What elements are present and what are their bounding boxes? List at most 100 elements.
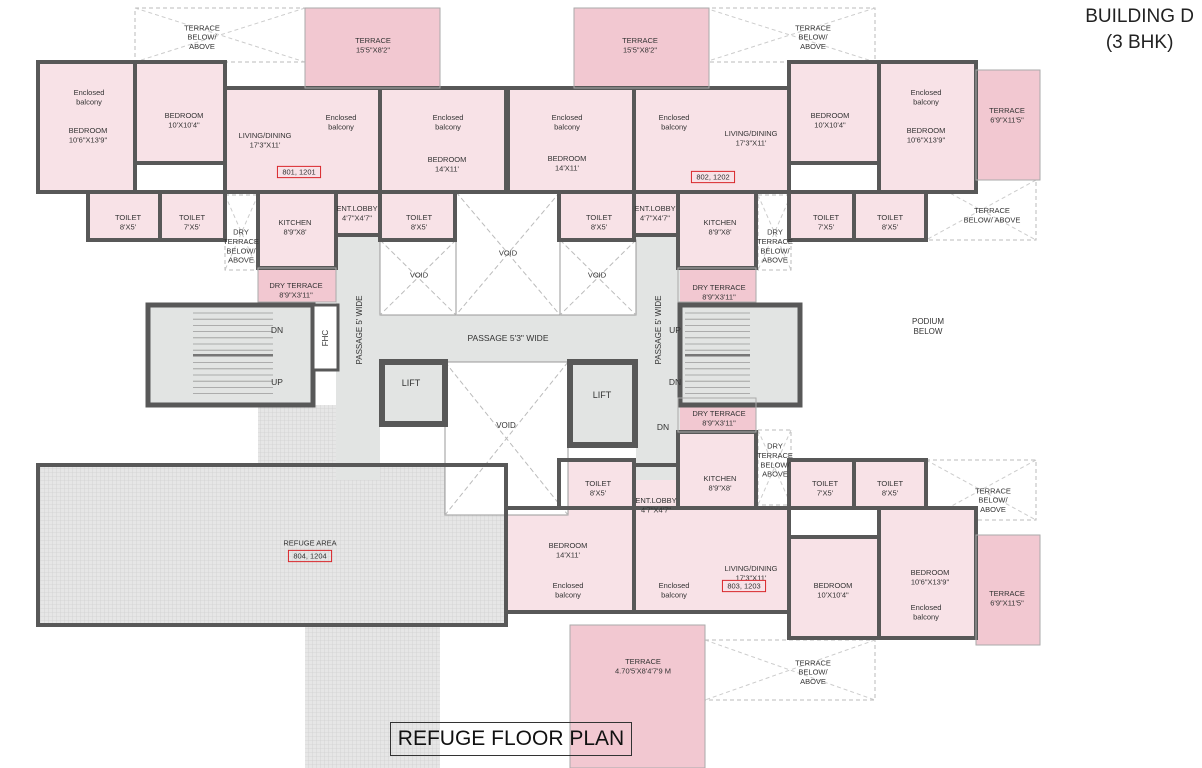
label-line: 14'X11'	[556, 550, 581, 559]
label-line: Enclosed	[433, 113, 464, 122]
label-line: VOID	[496, 421, 516, 430]
label-line: Enclosed	[911, 603, 942, 612]
label-line: 10'X10'4"	[168, 120, 200, 129]
walls	[36, 7, 1041, 768]
void-cross	[444, 361, 569, 516]
label-line: 8'X5'	[411, 222, 428, 231]
label-core-stair-right-dn: DN	[669, 377, 681, 387]
label-line: BEDROOM	[165, 111, 204, 120]
u801-bedroom-3	[380, 88, 508, 192]
u802-toilet-a	[854, 192, 926, 240]
passage-right	[636, 235, 680, 480]
u801-toilet-c-wall	[378, 190, 457, 242]
label-core-passage-main: PASSAGE 5'3" WIDE	[467, 333, 548, 343]
u803-terrace-side-edge	[975, 534, 1041, 646]
label-line: ENT.LOBBY	[634, 204, 675, 213]
u801-bedroom-2	[135, 62, 225, 163]
label-line: 7'X5'	[184, 222, 201, 231]
plan-title: REFUGE FLOOR PLAN	[390, 722, 632, 756]
building-type: (3 BHK)	[1105, 32, 1174, 53]
label-line: PODIUM	[912, 317, 944, 326]
u802-toilet-b	[789, 192, 854, 240]
label-line: TERRACE	[795, 658, 831, 667]
u802-bedroom-3	[506, 88, 634, 192]
unit-tag-box	[276, 165, 322, 179]
label-line: BELOW/	[978, 496, 1008, 505]
label-line: 17'3"X11'	[736, 138, 767, 147]
u801-terrace-edge	[304, 7, 441, 89]
label-line: balcony	[661, 122, 687, 131]
label-line: TERRACE	[184, 23, 220, 32]
label-line: ABOVE	[189, 42, 215, 51]
label-line: 8'9"X8'	[283, 227, 307, 236]
label-core-lift-right: LIFT	[593, 390, 612, 400]
refuge-area-bottom	[305, 625, 440, 768]
label-line: LIVING/DINING	[725, 129, 778, 138]
label-line: LIVING/DINING	[239, 131, 292, 140]
label-line: DRY TERRACE	[269, 281, 322, 290]
lift-shaft	[379, 359, 448, 427]
label-line: DRY	[767, 228, 783, 237]
label-core-void-top: VOID	[499, 249, 518, 258]
u803-toilet-a	[854, 460, 926, 508]
label-line: TERRACE	[795, 23, 831, 32]
label-line: BELOW/	[226, 246, 256, 255]
label-line: UP	[669, 325, 681, 335]
label-line: DRY	[767, 442, 783, 451]
u803-toilet-c	[559, 460, 634, 508]
u803-toilet-b-wall	[787, 458, 856, 510]
u803-bedroom-3	[506, 508, 634, 612]
passage-main	[380, 315, 636, 362]
label-line: 801, 1201	[282, 168, 315, 177]
label-line: DN	[271, 325, 283, 335]
label-line: LIFT	[593, 390, 612, 400]
passage-left	[336, 235, 380, 480]
u802-terrace-side-edge	[975, 69, 1041, 181]
label-line: TERRACE	[625, 657, 661, 666]
label-line: 8'9"X8'	[708, 483, 732, 492]
label-line: VOID	[499, 249, 518, 258]
label-line: UP	[271, 377, 283, 387]
label-line: 14'X11'	[555, 163, 580, 172]
u803-terrace-edge	[569, 624, 706, 768]
label-line: balcony	[913, 612, 939, 621]
label-line: BEDROOM	[548, 154, 587, 163]
void-cross	[379, 239, 457, 316]
u802-kitchen	[678, 192, 756, 268]
label-line: PASSAGE 5' WIDE	[355, 296, 364, 365]
lift-shaft	[567, 359, 638, 448]
u801-dry-terrace	[258, 268, 336, 302]
label-core-passage-right: PASSAGE 5' WIDE	[654, 296, 663, 365]
label-line: Enclosed	[553, 581, 584, 590]
label-line: 803, 1203	[727, 582, 760, 591]
label-line: 8'9"X3'11"	[702, 418, 736, 427]
label-line: TOILET	[115, 213, 142, 222]
label-core-fhc: FHC	[321, 330, 330, 347]
building-heading: BUILDING D (3 BHK)	[1085, 4, 1194, 56]
label-line: balcony	[661, 590, 687, 599]
label-line: TERRACE	[757, 451, 793, 460]
label-line: TOILET	[877, 479, 904, 488]
label-line: 7'X5'	[818, 222, 835, 231]
label-line: balcony	[913, 97, 939, 106]
terrace-below-outline	[134, 7, 306, 63]
